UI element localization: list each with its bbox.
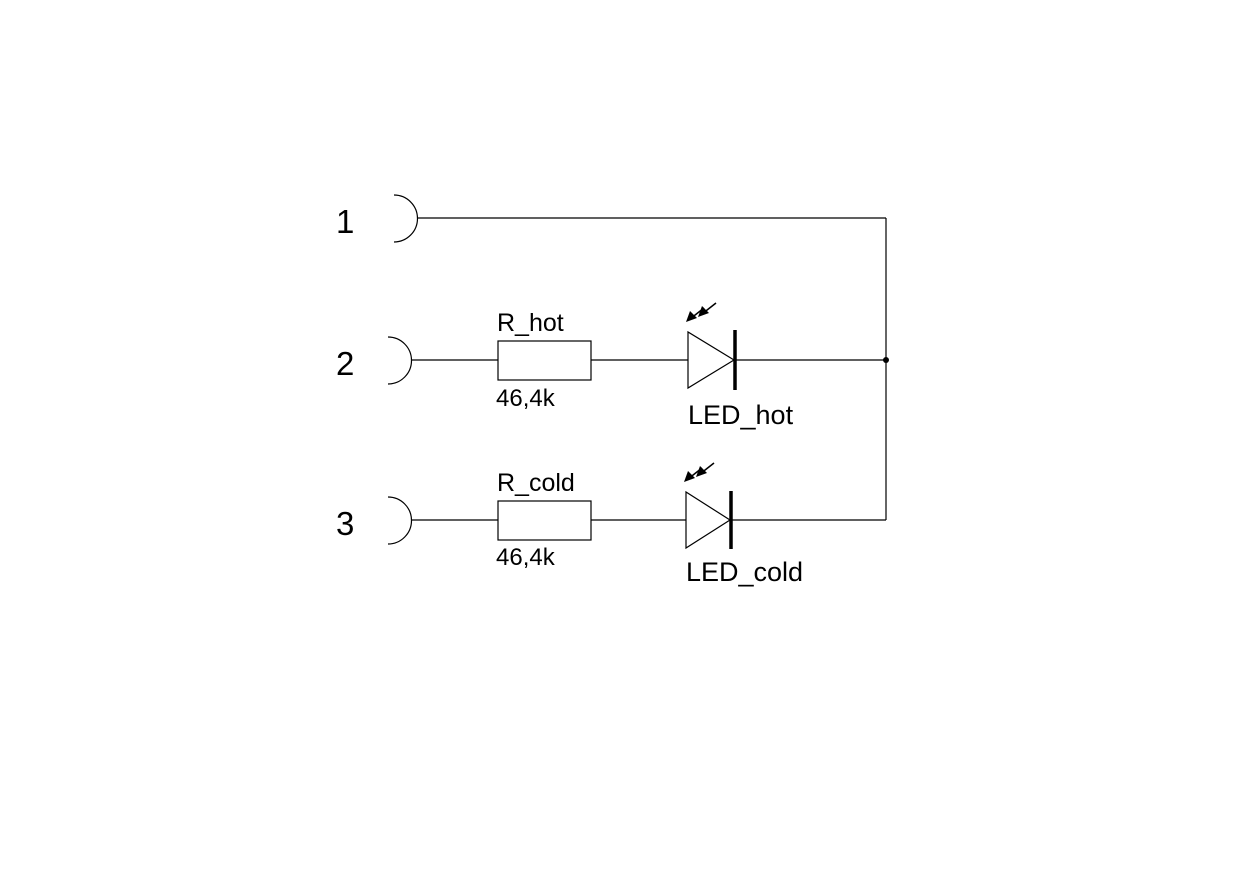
pin-1-number: 1: [336, 203, 354, 240]
pin-1-connector-symbol: [393, 194, 419, 243]
led-hot-light-emission-icon: [686, 302, 717, 322]
resistor-r-cold: R_cold 46,4k: [496, 469, 592, 571]
pin-2-number: 2: [336, 345, 354, 382]
resistor-r-hot-name: R_hot: [497, 309, 564, 337]
pin-2: 2: [336, 336, 498, 385]
pin-3-connector-symbol: [387, 496, 413, 545]
led-hot-name: LED_hot: [688, 400, 794, 430]
led-cold-light-emission-icon: [684, 462, 715, 482]
resistor-r-cold-name: R_cold: [497, 469, 575, 497]
pin-2-connector-symbol: [387, 336, 413, 385]
pin-3-number: 3: [336, 505, 354, 542]
resistor-r-hot-body: [497, 340, 592, 381]
resistor-r-hot: R_hot 46,4k: [496, 309, 592, 412]
led-cold-name: LED_cold: [686, 557, 803, 587]
led-cold: LED_cold: [684, 462, 803, 587]
led-cold-anode-triangle: [685, 490, 732, 550]
pin-1: 1: [336, 194, 886, 243]
resistor-r-hot-value: 46,4k: [496, 385, 556, 412]
led-hot-anode-triangle: [687, 330, 736, 390]
pin-3: 3: [336, 496, 498, 545]
resistor-r-cold-value: 46,4k: [496, 544, 556, 571]
led-hot: LED_hot: [686, 302, 794, 430]
resistor-r-cold-body: [497, 500, 592, 541]
